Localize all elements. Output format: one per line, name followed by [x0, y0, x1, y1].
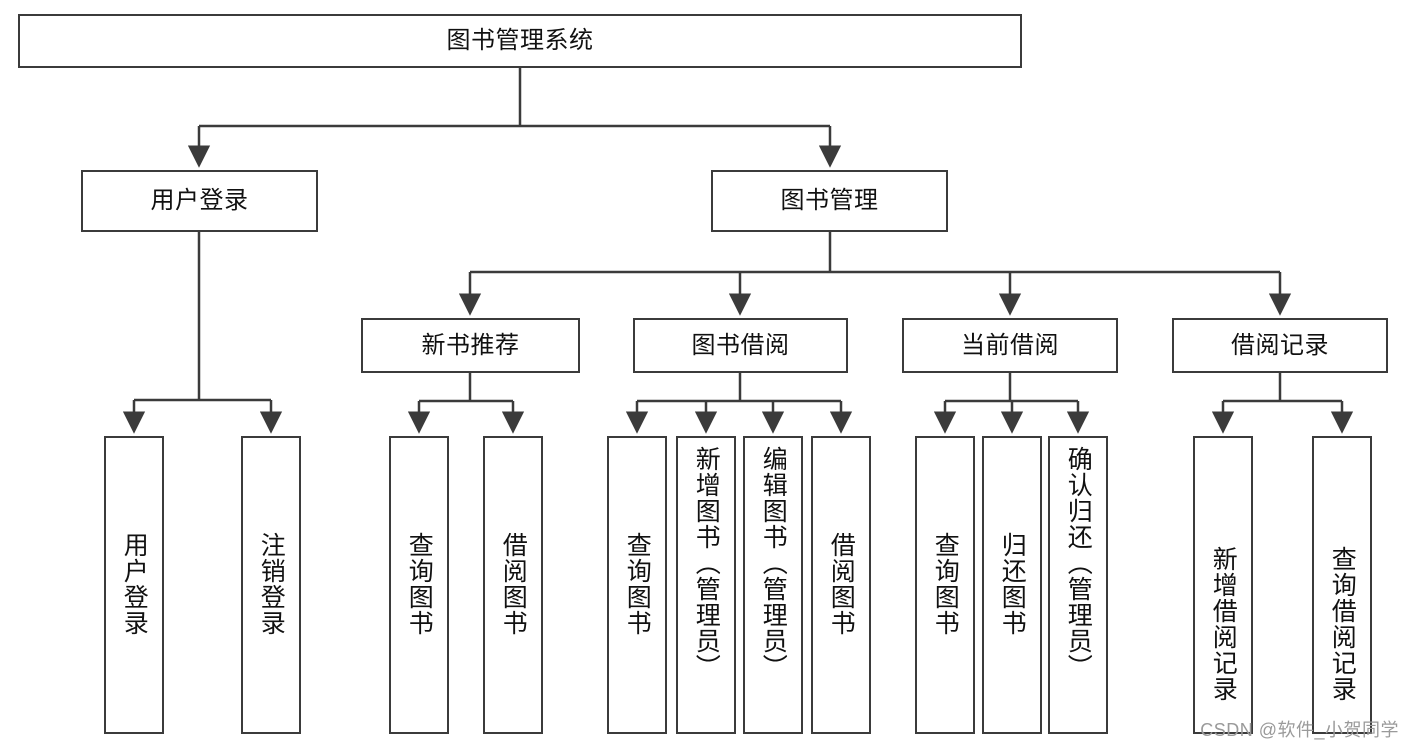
node-user-login[interactable]: 用户登录 — [81, 170, 318, 232]
node-leaf-edit-book-label: 编辑图书（管理员） — [759, 446, 788, 680]
node-root-label: 图书管理系统 — [446, 27, 594, 54]
node-borrow-record-label: 借阅记录 — [1231, 331, 1329, 359]
node-new-book-recommend[interactable]: 新书推荐 — [361, 318, 580, 373]
node-leaf-add-book-label: 新增图书（管理员） — [692, 446, 721, 680]
node-leaf-edit-book[interactable]: 编辑图书（管理员） — [743, 436, 803, 734]
node-leaf-confirm-return[interactable]: 确认归还（管理员） — [1048, 436, 1108, 734]
node-leaf-query-record-label: 查询借阅记录 — [1328, 546, 1357, 702]
node-leaf-borrow-book-2-label: 借阅图书 — [827, 532, 856, 636]
node-current-borrow[interactable]: 当前借阅 — [902, 318, 1118, 373]
node-current-borrow-label: 当前借阅 — [961, 331, 1059, 359]
node-leaf-query-book-1[interactable]: 查询图书 — [389, 436, 449, 734]
node-leaf-query-book-3[interactable]: 查询图书 — [915, 436, 975, 734]
node-leaf-query-book-2[interactable]: 查询图书 — [607, 436, 667, 734]
node-leaf-query-record[interactable]: 查询借阅记录 — [1312, 436, 1372, 734]
node-leaf-user-login-label: 用户登录 — [120, 532, 149, 636]
node-user-login-label: 用户登录 — [150, 187, 249, 214]
node-book-borrow-label: 图书借阅 — [691, 331, 790, 359]
node-leaf-query-book-2-label: 查询图书 — [623, 532, 652, 636]
node-leaf-return-book-label: 归还图书 — [998, 532, 1027, 636]
node-book-borrow[interactable]: 图书借阅 — [633, 318, 848, 373]
node-leaf-query-book-3-label: 查询图书 — [931, 532, 960, 636]
node-leaf-borrow-book-1-label: 借阅图书 — [499, 532, 528, 636]
node-leaf-confirm-return-label: 确认归还（管理员） — [1064, 446, 1093, 680]
node-leaf-borrow-book-1[interactable]: 借阅图书 — [483, 436, 543, 734]
node-leaf-add-record-label: 新增借阅记录 — [1209, 546, 1238, 702]
node-book-manage-label: 图书管理 — [780, 187, 879, 214]
node-leaf-logout-login[interactable]: 注销登录 — [241, 436, 301, 734]
watermark: CSDN @软件_小贺同学 — [1200, 720, 1399, 740]
node-leaf-query-book-1-label: 查询图书 — [405, 532, 434, 636]
node-leaf-add-record[interactable]: 新增借阅记录 — [1193, 436, 1253, 734]
node-new-book-recommend-label: 新书推荐 — [421, 331, 520, 359]
node-leaf-return-book[interactable]: 归还图书 — [982, 436, 1042, 734]
node-leaf-user-login[interactable]: 用户登录 — [104, 436, 164, 734]
node-borrow-record[interactable]: 借阅记录 — [1172, 318, 1388, 373]
node-leaf-add-book[interactable]: 新增图书（管理员） — [676, 436, 736, 734]
node-book-manage[interactable]: 图书管理 — [711, 170, 948, 232]
node-leaf-borrow-book-2[interactable]: 借阅图书 — [811, 436, 871, 734]
node-leaf-logout-login-label: 注销登录 — [257, 532, 286, 636]
node-root[interactable]: 图书管理系统 — [18, 14, 1022, 68]
